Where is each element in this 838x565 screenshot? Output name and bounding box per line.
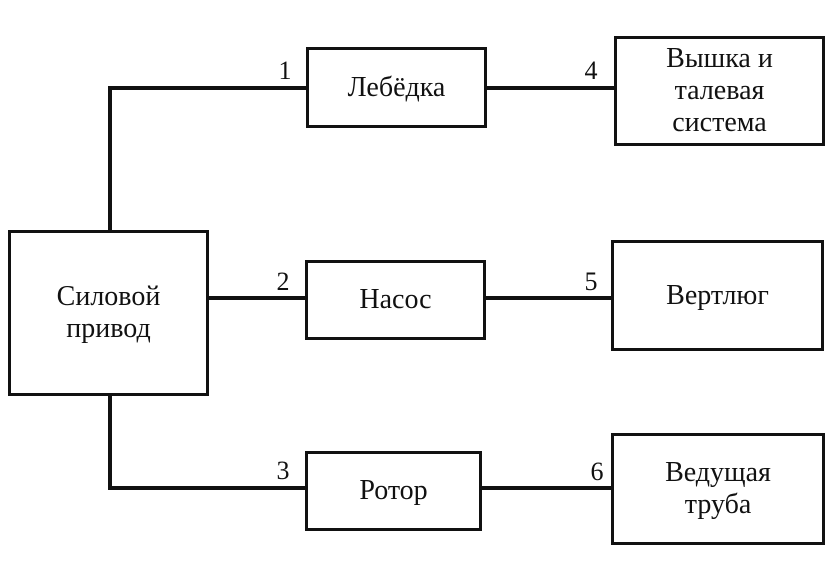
- connector-drive-rotor: [108, 393, 307, 490]
- swivel-box: Вертлюг: [611, 240, 824, 351]
- kelly-box: Ведущая труба: [611, 433, 825, 545]
- label-6: 6: [590, 457, 604, 486]
- label-4: 4: [584, 56, 598, 85]
- label-3: 3: [276, 456, 290, 485]
- label-5: 5: [584, 267, 598, 296]
- winch-box: Лебёдка: [306, 47, 487, 128]
- pump-box: Насос: [305, 260, 486, 340]
- rotor-box: Ротор: [305, 451, 482, 531]
- power-drive-box: Силовой привод: [8, 230, 209, 396]
- connector-drive-winch: [108, 86, 308, 232]
- label-1: 1: [278, 56, 292, 85]
- label-2: 2: [276, 267, 290, 296]
- derrick-box: Вышка и талевая система: [614, 36, 825, 146]
